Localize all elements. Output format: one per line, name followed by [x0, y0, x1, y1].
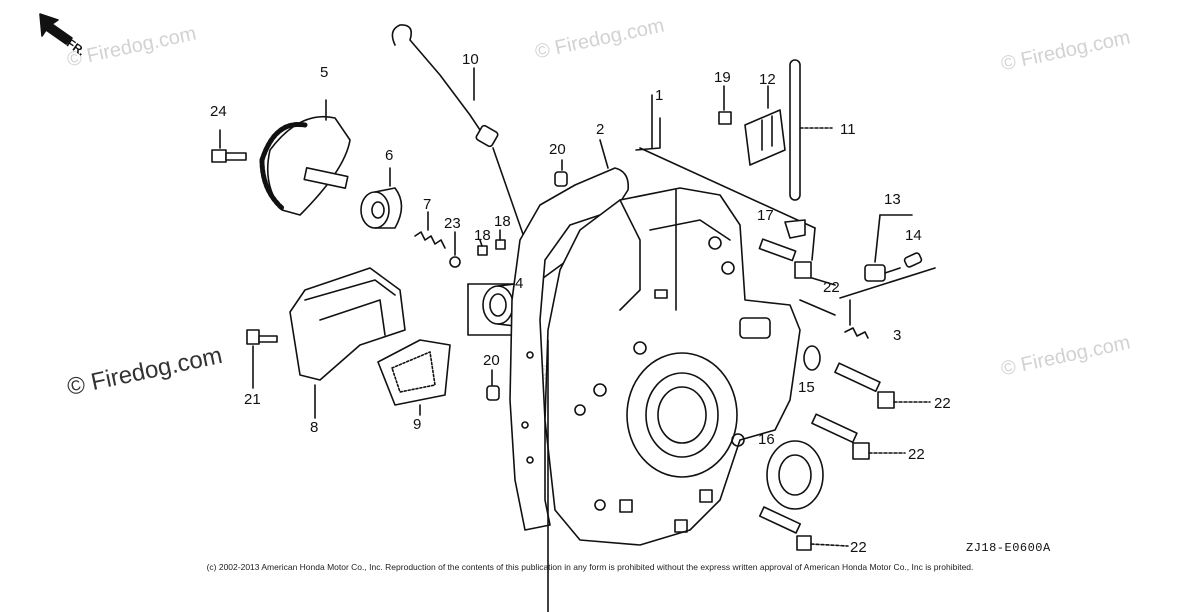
part-bolt-22a — [758, 238, 836, 286]
part-ball-23 — [449, 256, 461, 268]
callout-1: 1 — [655, 87, 664, 104]
callout-23: 23 — [444, 215, 461, 232]
callout-17: 17 — [757, 207, 774, 224]
callout-24: 24 — [210, 103, 227, 120]
part-clip-17 — [784, 219, 806, 239]
callout-22d: 22 — [850, 539, 867, 556]
callout-22a: 22 — [823, 279, 840, 296]
callout-20b: 20 — [483, 352, 500, 369]
callout-12: 12 — [759, 71, 776, 88]
part-bolt-22c — [811, 413, 906, 460]
callout-18b: 18 — [494, 213, 511, 230]
part-nut-18a — [477, 245, 488, 256]
part-plug-3 — [844, 327, 869, 339]
part-nut-18b — [495, 239, 506, 250]
callout-22c: 22 — [908, 446, 925, 463]
callout-11: 11 — [840, 121, 856, 138]
part-oil-sensor — [839, 214, 936, 326]
part-governor-gear — [259, 99, 351, 216]
part-bolt-22d — [758, 506, 849, 551]
callout-21: 21 — [244, 391, 261, 408]
callout-3: 3 — [893, 327, 902, 344]
callout-22b: 22 — [934, 395, 951, 412]
copyright-notice: (c) 2002-2013 American Honda Motor Co., … — [206, 562, 974, 572]
part-spring — [414, 211, 446, 249]
part-screw-14 — [903, 252, 923, 268]
part-oil-seal — [766, 440, 824, 510]
callout-10: 10 — [462, 51, 479, 68]
callout-13: 13 — [884, 191, 901, 208]
callout-20a: 20 — [549, 141, 566, 158]
part-oring-15 — [803, 345, 821, 371]
callout-6: 6 — [385, 147, 394, 164]
callout-4: 4 — [515, 275, 524, 292]
part-bolt-21 — [246, 329, 278, 389]
part-dowel-20b — [486, 385, 500, 401]
callout-14: 14 — [905, 227, 922, 244]
part-crankcase-cover — [544, 117, 836, 612]
callout-2: 2 — [596, 121, 605, 138]
part-oil-screen — [377, 339, 451, 416]
part-dowel-20a — [554, 171, 568, 187]
callout-7: 7 — [423, 196, 432, 213]
part-bolt-24 — [211, 129, 247, 163]
part-collar — [360, 167, 403, 229]
callout-9: 9 — [413, 416, 422, 433]
part-gauge-rod — [789, 59, 833, 201]
part-gasket — [509, 139, 630, 531]
callout-16: 16 — [758, 431, 775, 448]
part-bolt-19 — [718, 111, 732, 125]
part-breather-rod — [391, 24, 526, 241]
part-bracket — [744, 85, 786, 166]
callout-19: 19 — [714, 69, 731, 86]
callout-18a: 18 — [474, 227, 491, 244]
callout-5: 5 — [320, 64, 329, 81]
part-oil-pump-body — [289, 267, 406, 419]
callout-8: 8 — [310, 419, 319, 436]
part-bolt-22b — [834, 362, 931, 409]
front-direction-arrow — [39, 13, 73, 45]
figure-code: ZJ18-E0600A — [966, 541, 1051, 555]
callout-15: 15 — [798, 379, 815, 396]
